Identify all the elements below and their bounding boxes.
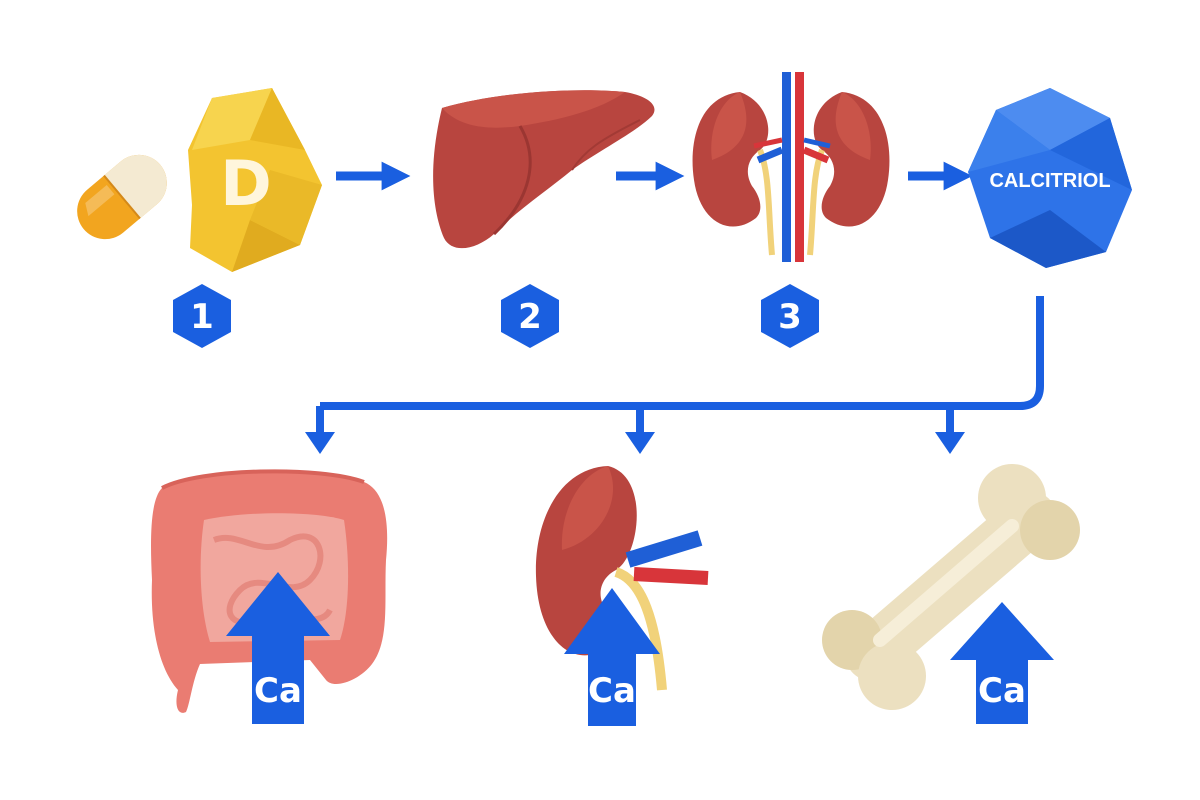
up-arrow-icon bbox=[226, 572, 330, 724]
kidney-calcium-arrow: Ca bbox=[564, 588, 660, 726]
bone-ca-label: Ca bbox=[978, 671, 1026, 711]
liver-icon bbox=[433, 90, 655, 249]
intestine-ca-label: Ca bbox=[254, 671, 302, 711]
step-number-3: 3 bbox=[778, 297, 802, 337]
distribution-connector bbox=[316, 296, 1044, 436]
step-number-2: 2 bbox=[518, 297, 542, 337]
up-arrow-icon bbox=[950, 602, 1054, 724]
kidney-ca-label: Ca bbox=[588, 671, 636, 711]
intestine-calcium-arrow: Ca bbox=[226, 572, 330, 724]
kidneys-icon bbox=[692, 72, 890, 262]
step-badge-2: 2 bbox=[501, 284, 559, 348]
step-number-1: 1 bbox=[190, 297, 214, 337]
calcitriol-label: CALCITRIOL bbox=[989, 170, 1110, 192]
capsule-icon bbox=[77, 154, 167, 240]
vitamin-d-icon: D bbox=[188, 88, 322, 272]
bone-calcium-arrow: Ca bbox=[950, 602, 1054, 724]
step-badge-1: 1 bbox=[173, 284, 231, 348]
calcitriol-hexagon-icon: CALCITRIOL bbox=[968, 88, 1132, 268]
connector-arrowheads bbox=[305, 432, 965, 454]
bone-icon bbox=[822, 464, 1080, 710]
vitamin-d-letter: D bbox=[220, 147, 271, 220]
kidney-icon bbox=[535, 466, 709, 691]
up-arrow-icon bbox=[564, 588, 660, 726]
step-badge-3: 3 bbox=[761, 284, 819, 348]
